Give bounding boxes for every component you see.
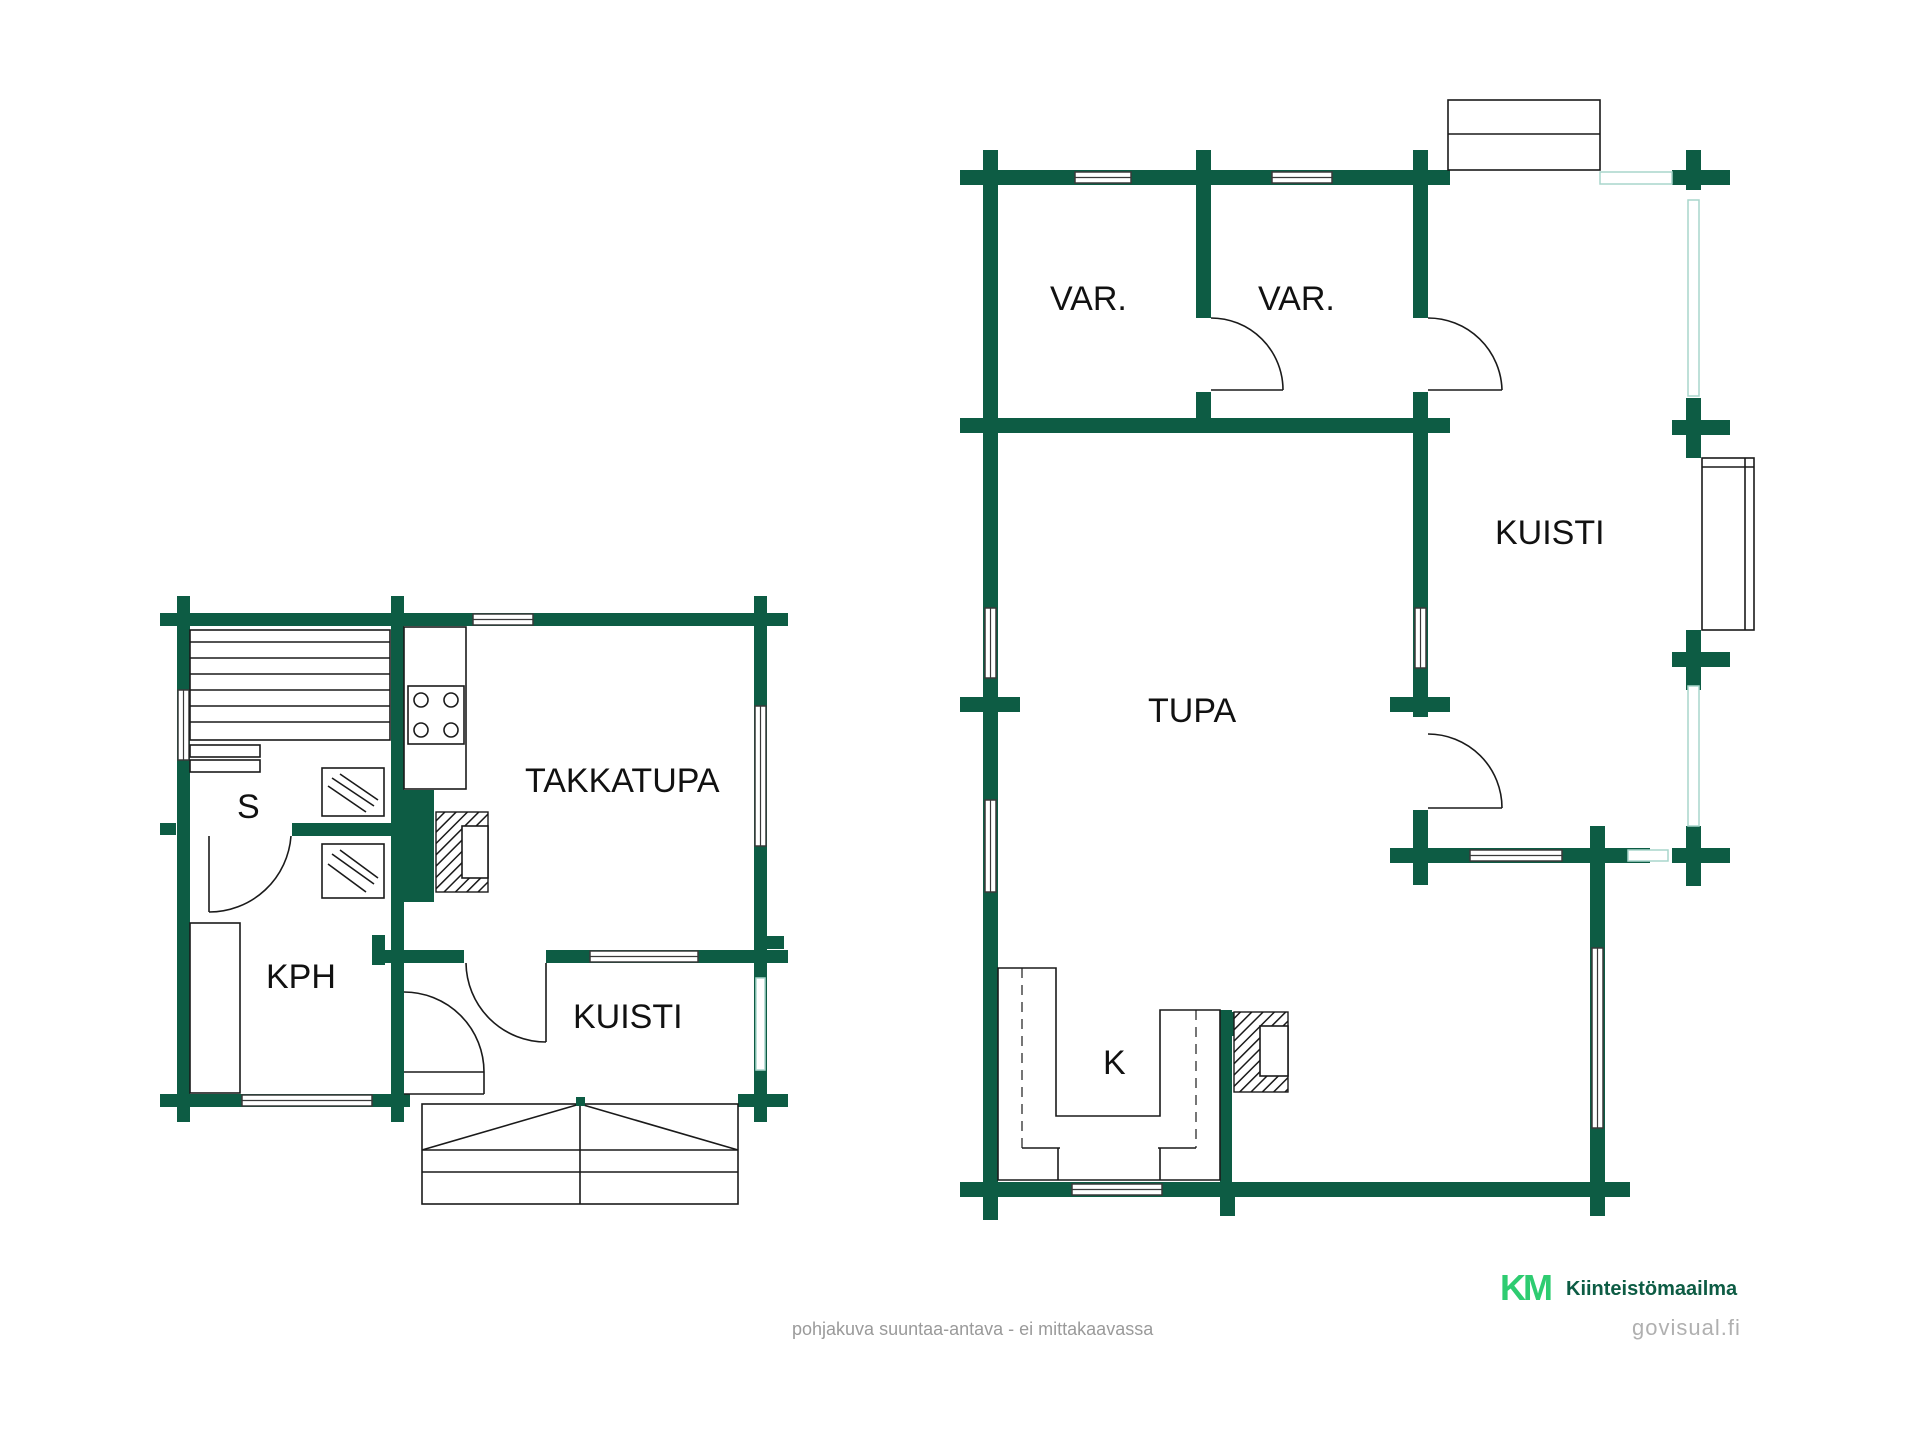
window — [1469, 849, 1563, 862]
railing — [1599, 171, 1673, 185]
door-sauna — [208, 835, 292, 913]
kiinteistomaailma-logo: KM Kiinteistömaailma — [1500, 1267, 1738, 1308]
window — [472, 613, 534, 626]
bathroom-cabinet — [189, 922, 241, 1094]
window — [984, 799, 997, 893]
railing — [1687, 685, 1700, 827]
fireplace — [1233, 1011, 1289, 1093]
window — [1271, 171, 1333, 184]
entry-steps — [1447, 99, 1601, 171]
right-building: VAR. VAR. KUISTI TUPA K — [960, 99, 1755, 1220]
kitchen-counter — [997, 967, 1221, 1181]
window — [177, 689, 190, 761]
entry-steps — [1701, 457, 1755, 631]
room-label-tupa: TUPA — [1148, 692, 1236, 730]
window — [1074, 171, 1132, 184]
window — [754, 705, 767, 847]
logo-name: Kiinteistömaailma — [1566, 1278, 1738, 1300]
shower-box — [321, 767, 385, 817]
credit-text: govisual.fi — [1632, 1315, 1741, 1340]
sauna-benches — [189, 629, 391, 773]
room-label-kuisti: KUISTI — [573, 998, 683, 1036]
left-building: S KPH TAKKATUPA KUISTI — [160, 596, 788, 1205]
logo-mark: KM — [1500, 1267, 1551, 1308]
kitchenette — [403, 626, 467, 790]
railing — [1627, 849, 1669, 862]
room-label-sauna: S — [237, 788, 260, 826]
window — [589, 950, 699, 963]
window — [1591, 947, 1604, 1129]
disclaimer-note: pohjakuva suuntaa-antava - ei mittakaava… — [792, 1319, 1154, 1339]
door-var-1 — [1210, 317, 1284, 391]
fireplace — [435, 811, 489, 893]
window — [755, 977, 766, 1071]
railing — [1687, 199, 1700, 397]
window — [984, 607, 997, 679]
window — [1071, 1183, 1163, 1196]
door-takkatupa — [465, 962, 547, 1043]
door-var-2 — [1427, 317, 1503, 391]
door-kph — [403, 991, 485, 1095]
room-label-kph: KPH — [266, 958, 336, 996]
window — [1414, 607, 1427, 669]
room-label-kuisti: KUISTI — [1495, 514, 1605, 552]
shower-box — [321, 843, 385, 899]
window — [241, 1094, 373, 1107]
entry-steps — [421, 1097, 739, 1205]
door-tupa — [1427, 733, 1503, 809]
room-label-takkatupa: TAKKATUPA — [525, 762, 720, 800]
room-label-var: VAR. — [1258, 280, 1335, 318]
room-label-keittio: K — [1103, 1044, 1126, 1082]
room-label-var: VAR. — [1050, 280, 1127, 318]
